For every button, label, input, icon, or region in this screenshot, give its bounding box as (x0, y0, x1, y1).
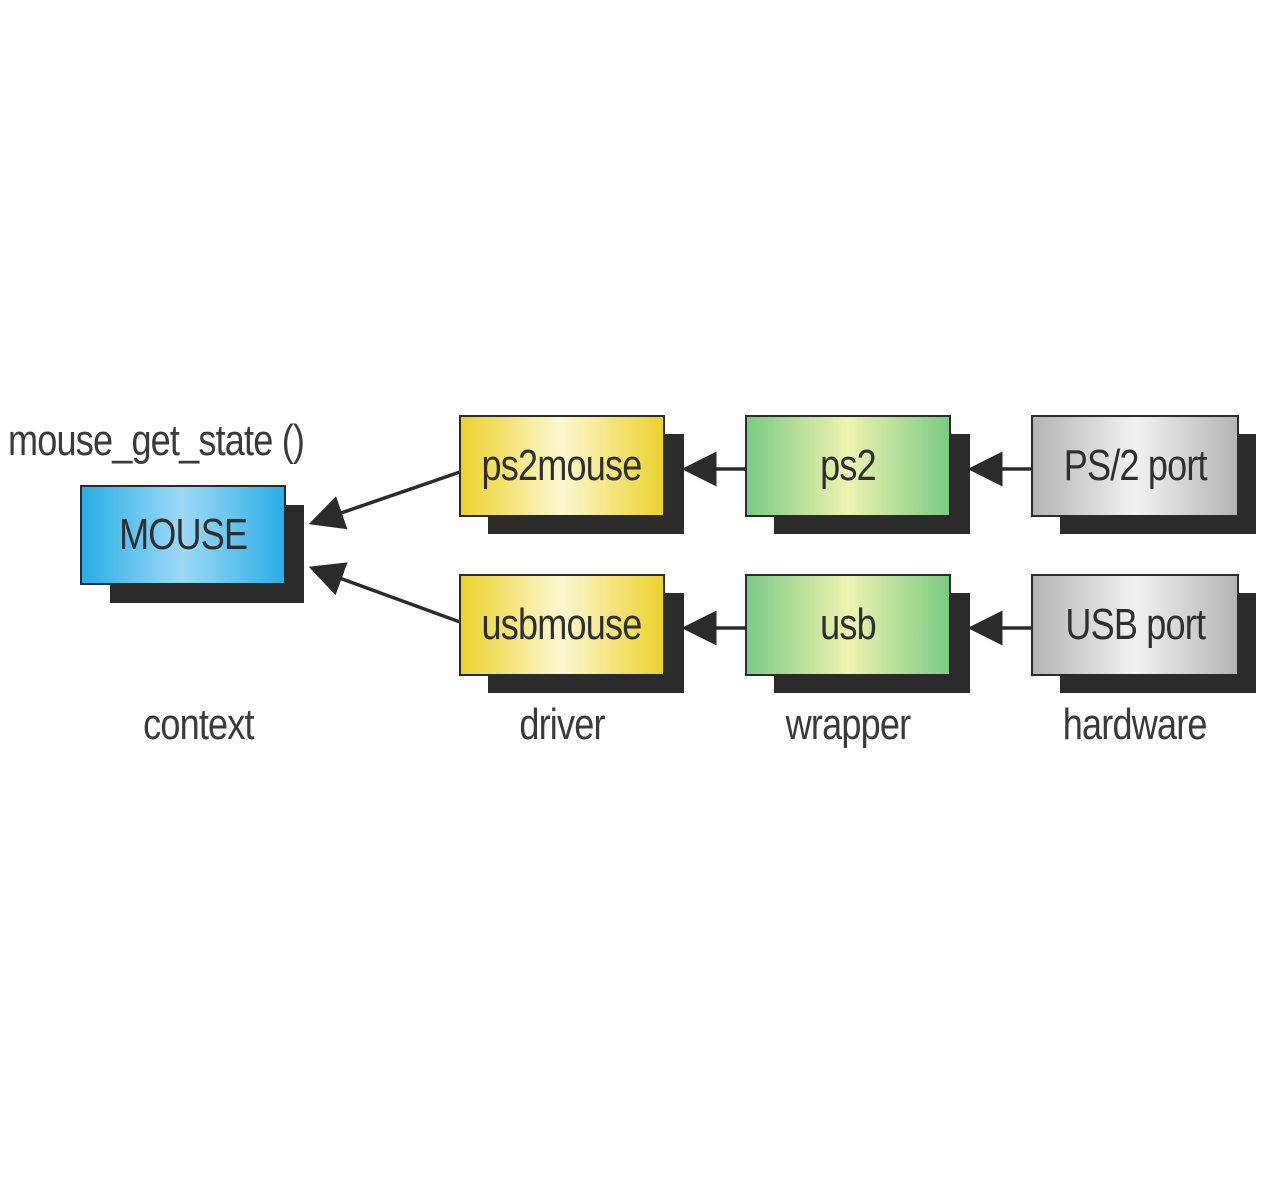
layer-label-wrapper: wrapper (768, 700, 928, 750)
layer-label-wrapper-text: wrapper (785, 700, 911, 749)
usb-node[interactable]: usb (745, 574, 951, 676)
edge-usbmouse-to-mouse (308, 562, 461, 624)
usb-port-node-label: USB port (1065, 600, 1206, 649)
ps2-node-label: ps2 (820, 441, 877, 490)
function-label: mouse_get_state () (8, 416, 369, 466)
layer-label-driver-text: driver (519, 700, 605, 749)
layer-label-context: context (118, 700, 278, 750)
ps2-port-node[interactable]: PS/2 port (1031, 415, 1239, 517)
usbmouse-node[interactable]: usbmouse (459, 574, 665, 676)
ps2mouse-node-label: ps2mouse (482, 441, 643, 490)
layer-label-hardware-text: hardware (1063, 700, 1208, 749)
usb-node-label: usb (820, 600, 877, 649)
usb-port-node[interactable]: USB port (1031, 574, 1239, 676)
function-label-text: mouse_get_state () (8, 416, 305, 465)
layer-label-driver: driver (482, 700, 642, 750)
usbmouse-node-label: usbmouse (482, 600, 643, 649)
mouse-node[interactable]: MOUSE (80, 485, 286, 585)
edge-ps2mouse-to-mouse (308, 470, 461, 530)
layer-label-context-text: context (142, 700, 254, 749)
ps2-port-node-label: PS/2 port (1063, 441, 1207, 490)
ps2-node[interactable]: ps2 (745, 415, 951, 517)
layer-label-hardware: hardware (1040, 700, 1230, 750)
mouse-node-label: MOUSE (118, 510, 248, 559)
ps2mouse-node[interactable]: ps2mouse (459, 415, 665, 517)
